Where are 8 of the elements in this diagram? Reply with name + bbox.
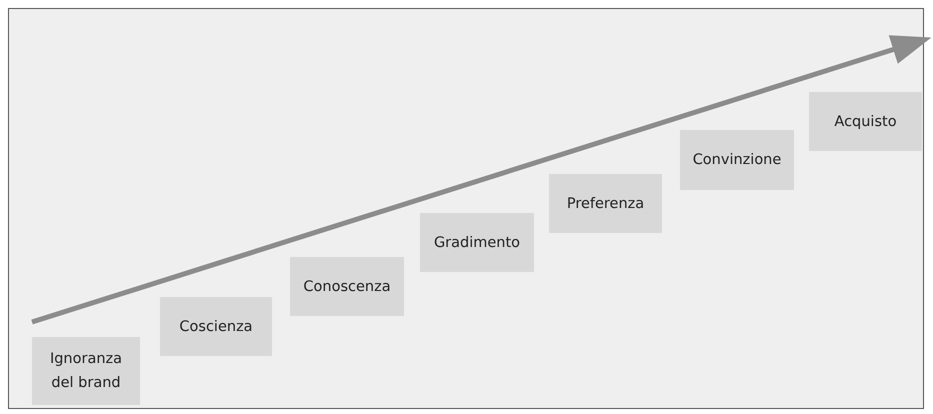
step-label: Coscienza — [179, 318, 253, 336]
step-label: Convinzione — [692, 151, 782, 170]
step-label: Gradimento — [434, 234, 520, 252]
step-label: Conoscenza — [303, 278, 391, 296]
step-label: Acquisto — [834, 112, 897, 132]
step-label: Ignoranza del brand — [48, 350, 124, 393]
step-label: Preferenza — [566, 194, 644, 214]
step-box — [809, 92, 922, 151]
